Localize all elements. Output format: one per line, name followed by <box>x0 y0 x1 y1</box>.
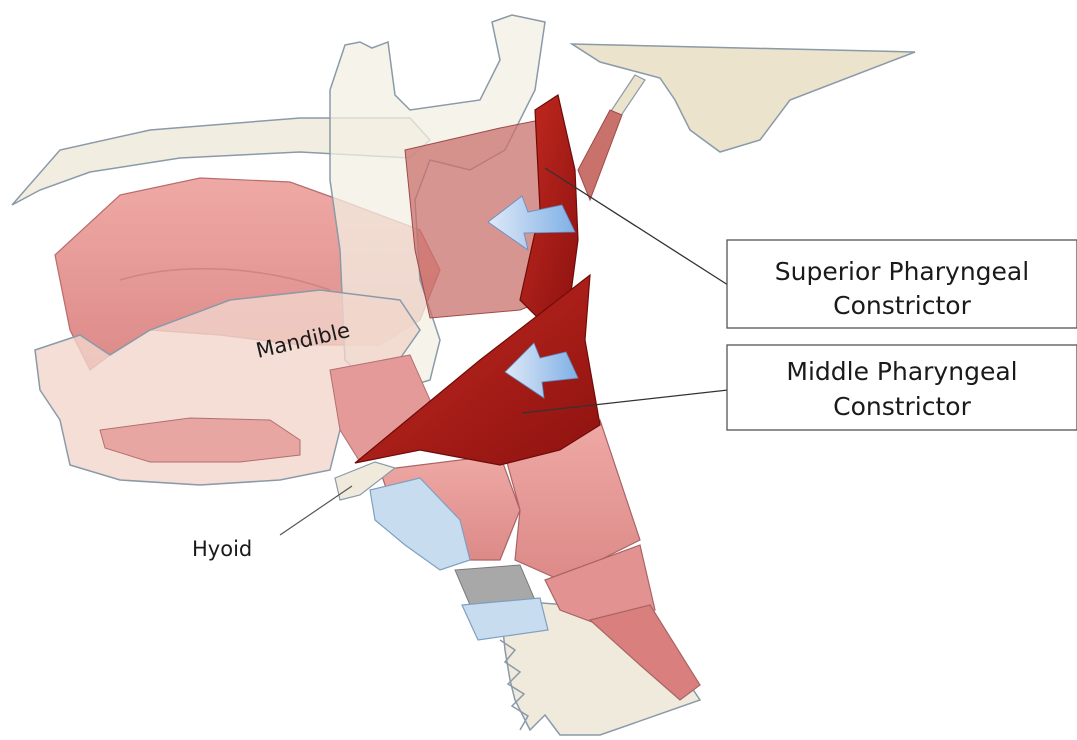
superior-constrictor-tail <box>578 110 622 200</box>
middle-label-line1: Middle Pharyngeal <box>786 357 1017 386</box>
hyoid-leader-line <box>280 486 352 535</box>
middle-label-line2: Constrictor <box>833 392 971 421</box>
superior-label-line2: Constrictor <box>833 291 971 320</box>
hyoid-label: Hyoid <box>192 537 252 561</box>
superior-label-line1: Superior Pharyngeal <box>775 257 1029 286</box>
